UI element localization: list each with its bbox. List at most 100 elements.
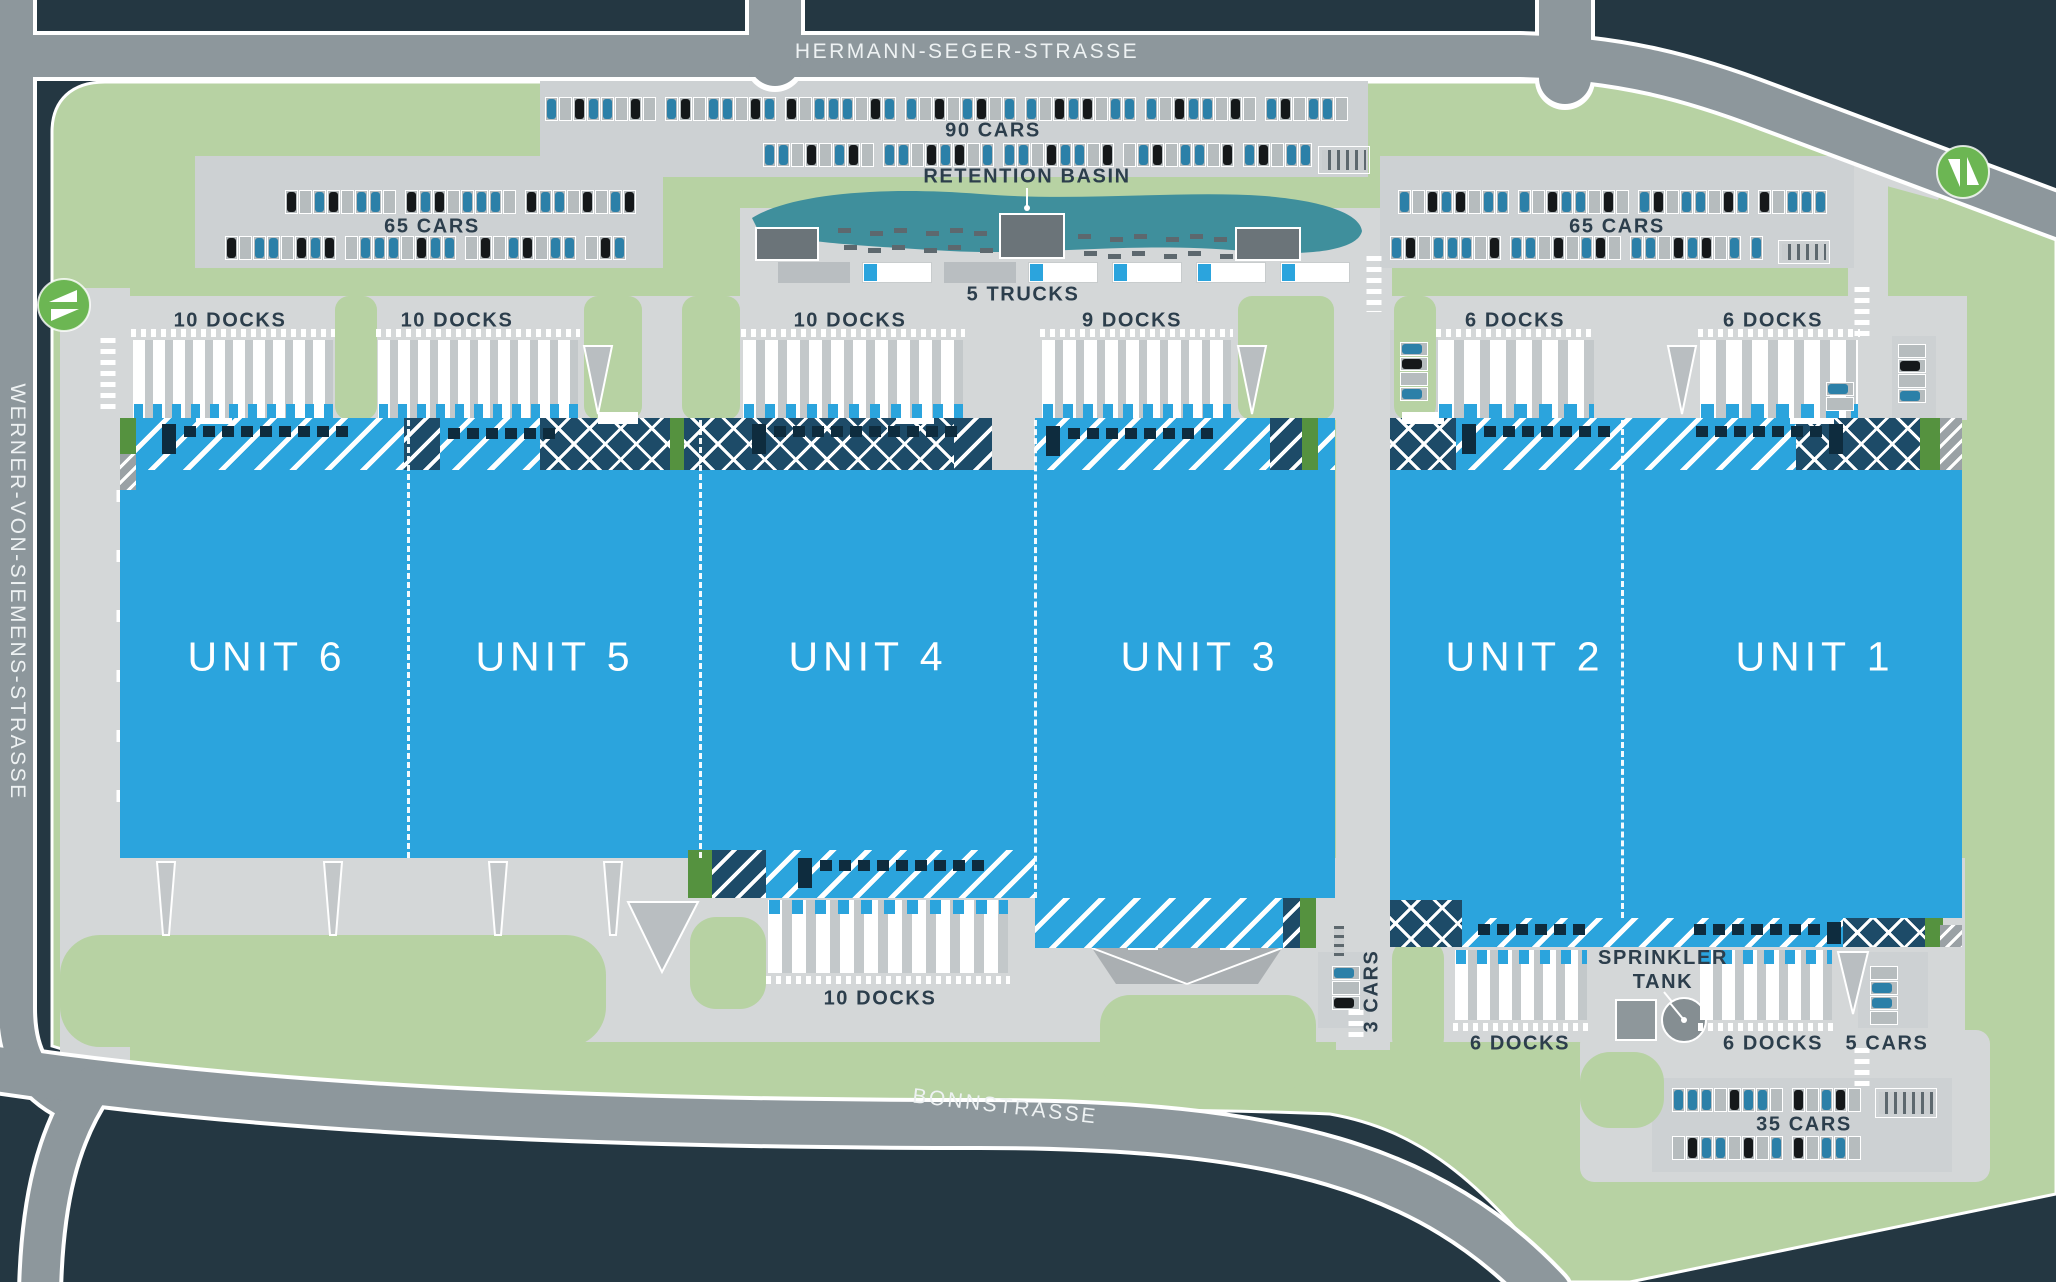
parking-stall <box>295 236 308 260</box>
parking-stall <box>1187 97 1200 121</box>
parking-stall <box>1616 190 1629 214</box>
door-marker <box>1560 426 1572 437</box>
door-marker <box>1753 426 1765 437</box>
car-icon <box>1456 192 1465 212</box>
parking-stall <box>785 97 798 121</box>
car-icon <box>1442 192 1451 212</box>
car-icon <box>667 99 676 119</box>
car-icon <box>829 99 838 119</box>
parking-stall <box>905 97 918 121</box>
parking-stall <box>791 143 804 167</box>
entrance-icon-east[interactable] <box>1934 143 1992 201</box>
door-marker <box>336 426 348 437</box>
parking-stall <box>833 143 846 167</box>
equipment-dash <box>838 228 851 233</box>
parking-label-65-cars-left: 65 CARS <box>384 215 480 238</box>
door-marker <box>953 860 965 871</box>
road-label-top: HERMANN-SEGER-STRASSE <box>794 40 1140 63</box>
parking-stall <box>1630 236 1643 260</box>
car-icon <box>1702 1090 1711 1110</box>
door-marker <box>1772 426 1784 437</box>
car-icon <box>1428 192 1437 212</box>
car-icon <box>589 99 598 119</box>
equipment-dash <box>1132 251 1145 256</box>
car-icon <box>601 238 610 258</box>
car-icon <box>1083 99 1092 119</box>
door-marker <box>972 860 984 871</box>
parking-stall <box>967 143 980 167</box>
building-b-units-2-1[interactable] <box>1390 470 1962 918</box>
car-icon <box>815 99 824 119</box>
dock-apron-unit3 <box>1040 329 1233 418</box>
parking-stall <box>1602 190 1615 214</box>
unit-label-4[interactable]: UNIT 4 <box>788 633 948 680</box>
parking-stall <box>1898 359 1926 373</box>
door-marker <box>1732 924 1744 935</box>
car-icon <box>963 99 972 119</box>
parking-stall <box>1460 236 1473 260</box>
door-marker <box>945 426 957 437</box>
parking-stall <box>323 236 336 260</box>
car-icon <box>941 145 950 165</box>
parking-stall <box>1848 1088 1861 1112</box>
unit-label-5[interactable]: UNIT 5 <box>475 633 635 680</box>
unit-label-2[interactable]: UNIT 2 <box>1445 633 1605 680</box>
car-icon <box>765 99 774 119</box>
car-icon <box>1245 145 1254 165</box>
door-marker <box>1106 428 1118 439</box>
parking-stall <box>1017 143 1030 167</box>
car-icon <box>1139 145 1148 165</box>
door-marker <box>869 426 881 437</box>
door-marker <box>1182 428 1194 439</box>
equipment-dash <box>892 245 905 250</box>
car-icon <box>1900 391 1920 401</box>
parking-stall <box>933 97 946 121</box>
parking-stall <box>1285 143 1298 167</box>
parking-stall <box>359 236 372 260</box>
building-a-units-6-to-3[interactable] <box>120 470 1335 858</box>
car-icon <box>371 192 380 212</box>
parking-stall <box>447 190 460 214</box>
docks-label-unit4: 10 DOCKS <box>793 309 907 332</box>
parking-stall <box>1025 97 1038 121</box>
car-icon <box>935 99 944 119</box>
parking-stall <box>1786 190 1799 214</box>
car-icon <box>1828 384 1848 394</box>
car-icon <box>417 238 426 258</box>
door-marker <box>888 426 900 437</box>
car-icon <box>1738 192 1747 212</box>
unit-label-3[interactable]: UNIT 3 <box>1120 633 1280 680</box>
parking-stall <box>415 236 428 260</box>
parking-stall <box>1279 97 1292 121</box>
truck-icon <box>1028 262 1098 283</box>
parking-stall <box>869 97 882 121</box>
crosshatch-office <box>1390 418 1456 470</box>
parking-stall <box>1109 97 1122 121</box>
parking-stall <box>925 143 938 167</box>
parking-stall <box>373 236 386 260</box>
zebra-crossings <box>100 256 1870 1086</box>
parking-stall <box>1848 1136 1861 1160</box>
door-marker <box>1554 924 1566 935</box>
entrance-icon-west[interactable] <box>35 276 93 334</box>
car-icon <box>375 238 384 258</box>
parking-stall <box>1756 1088 1769 1112</box>
parking-stall <box>947 97 960 121</box>
door-marker <box>298 426 310 437</box>
parking-stall <box>919 97 932 121</box>
door-marker <box>1579 426 1591 437</box>
parking-stall <box>1398 190 1411 214</box>
parking-stall <box>595 190 608 214</box>
car-icon <box>1554 238 1563 258</box>
car-icon <box>527 192 536 212</box>
unit-label-6[interactable]: UNIT 6 <box>187 633 347 680</box>
car-icon <box>1498 192 1507 212</box>
parking-stall <box>489 190 502 214</box>
truck-cab <box>1282 264 1295 281</box>
parking-stall <box>599 236 612 260</box>
parking-stall <box>1123 97 1136 121</box>
parking-stall <box>1400 372 1428 386</box>
equipment-dash <box>950 228 963 233</box>
parking-stall <box>1404 236 1417 260</box>
unit-label-1[interactable]: UNIT 1 <box>1735 633 1895 680</box>
